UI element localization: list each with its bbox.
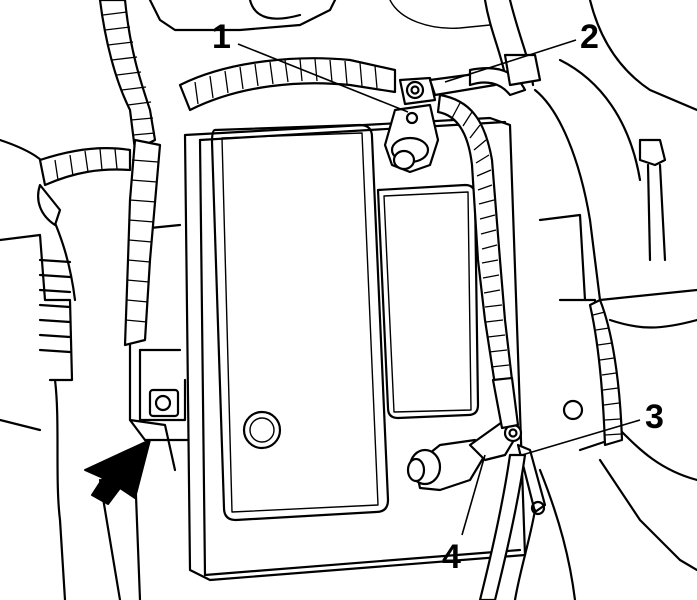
callout-4: 4 [442, 454, 486, 576]
callout-label-1: 1 [212, 18, 231, 56]
callout-label-3: 3 [645, 398, 664, 436]
callout-label-2: 2 [580, 18, 599, 56]
callout-1: 1 [212, 18, 409, 113]
callout-label-4: 4 [442, 538, 461, 576]
callout-2: 2 [444, 18, 599, 83]
direction-arrow-icon [84, 439, 151, 505]
main-wiring-harness [37, 0, 624, 600]
callout-3: 3 [521, 398, 664, 456]
